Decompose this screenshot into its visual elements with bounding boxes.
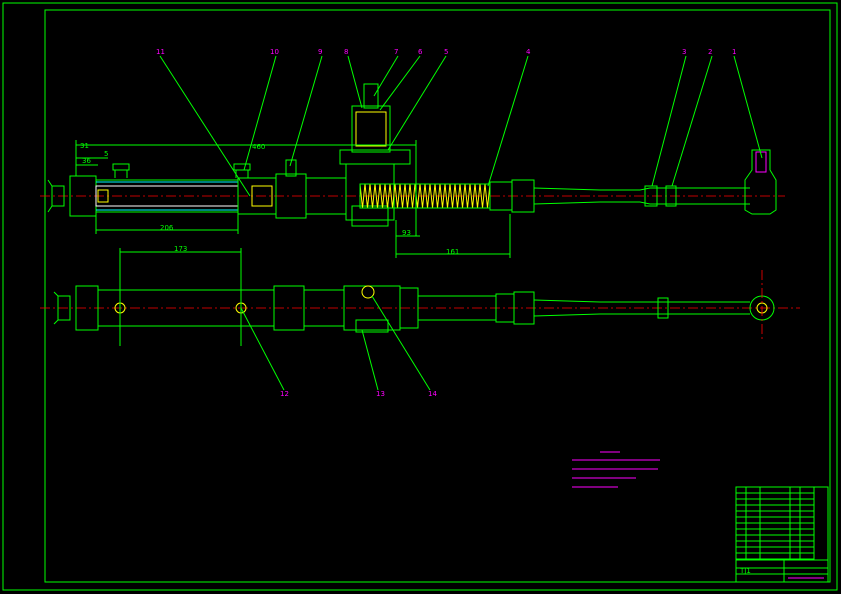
dim-5: 5 [104,150,108,158]
title-block: TJ1 [735,486,829,583]
part-6: 6 [418,48,423,56]
part-7: 7 [394,48,398,56]
part-14: 14 [428,390,437,398]
dim-93: 93 [402,229,411,237]
part-9: 9 [318,48,322,56]
dim-31: 31 [80,142,89,150]
part-5: 5 [444,48,448,56]
title-block-label: TJ1 [739,567,751,575]
part-12: 12 [280,390,289,398]
dimensions-top: 31 5 36 460 206 93 161 [75,140,511,258]
part-2: 2 [708,48,712,56]
part-11: 11 [156,48,165,56]
part-8: 8 [344,48,348,56]
part-13: 13 [376,390,385,398]
dim-36: 36 [82,157,91,165]
dim-161: 161 [446,248,459,256]
part-4: 4 [526,48,531,56]
part-3: 3 [682,48,686,56]
dim-206: 206 [160,224,174,232]
part-10: 10 [270,48,279,56]
part-1: 1 [732,48,736,56]
part-leaders-top: 11 10 9 8 7 6 5 4 3 2 1 [156,48,763,197]
top-view [40,83,785,227]
dim-173: 173 [174,245,187,253]
technical-notes [572,451,660,488]
dim-460: 460 [252,143,265,151]
inner-frame [44,9,831,583]
bottom-view: 173 12 13 14 [40,245,800,398]
